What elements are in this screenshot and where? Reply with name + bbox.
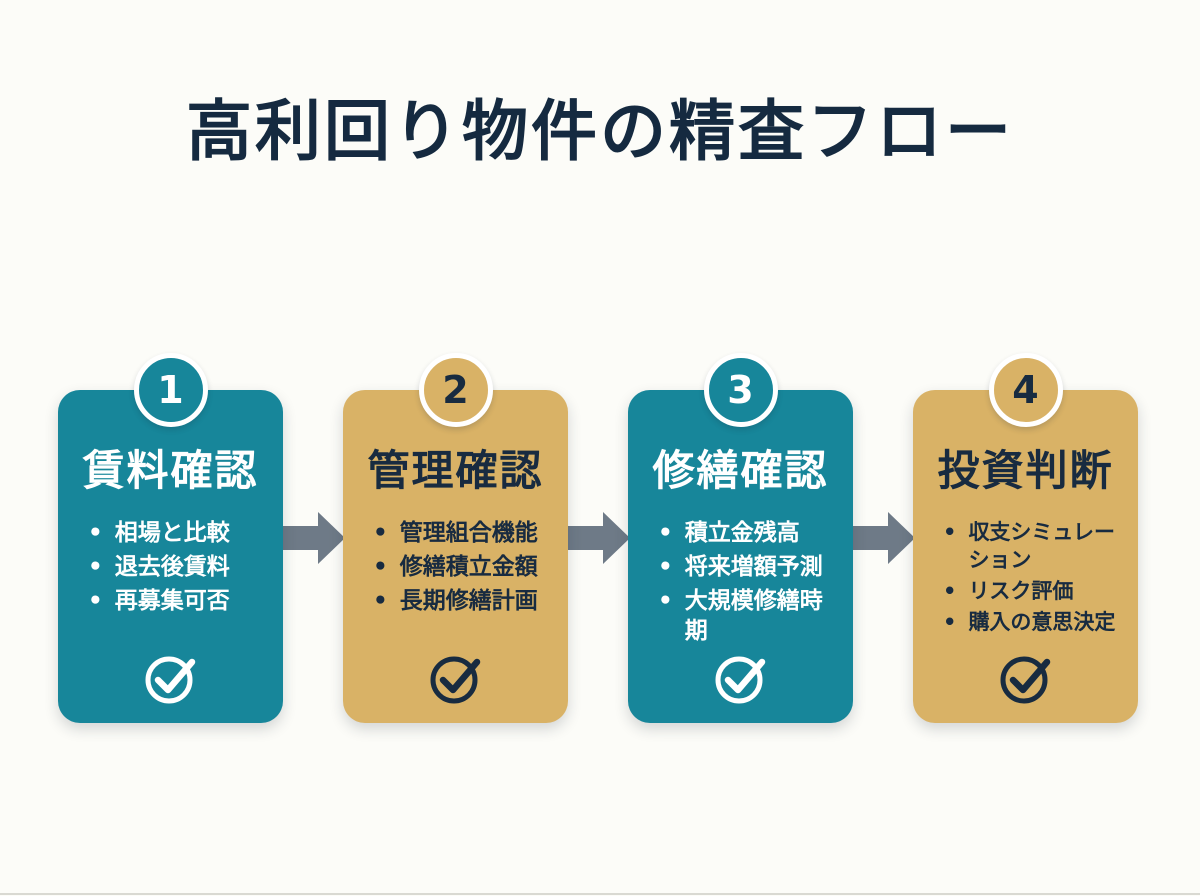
step-item-list: • 積立金残高 • 将来増額予測 • 大規模修繕時期: [628, 518, 853, 646]
check-circle-icon: [713, 649, 769, 705]
step-title: 投資判断: [937, 446, 1114, 495]
arrow-right-icon: [848, 510, 916, 566]
list-item-label: 将来増額予測: [684, 554, 823, 580]
step-number-badge: 4: [988, 353, 1063, 427]
bullet-dot-icon: •: [373, 520, 388, 546]
list-item: • 積立金残高: [658, 518, 841, 548]
list-item: • 大規模修繕時期: [658, 586, 841, 646]
step-title: 賃料確認: [82, 446, 259, 495]
list-item-label: 退去後賃料: [114, 554, 230, 580]
list-item: • 修繕積立金額: [373, 552, 556, 582]
bullet-dot-icon: •: [943, 579, 957, 603]
step-item-list: • 収支シミュレーション • リスク評価 • 購入の意思決定: [913, 518, 1138, 636]
steps-row: 1 賃料確認 • 相場と比較 • 退去後賃料 • 再募集可否 2 管理確認 • 管理組合…: [58, 353, 1138, 723]
list-item-label: 相場と比較: [114, 520, 230, 546]
step-number-badge: 3: [703, 353, 778, 427]
list-item-label: 積立金残高: [684, 520, 800, 546]
bullet-dot-icon: •: [658, 520, 673, 546]
check-circle-icon: [143, 649, 199, 705]
list-item: • 購入の意思決定: [943, 608, 1126, 636]
bullet-dot-icon: •: [943, 520, 957, 544]
bullet-dot-icon: •: [373, 554, 388, 580]
step-card-1: 1 賃料確認 • 相場と比較 • 退去後賃料 • 再募集可否: [58, 353, 283, 723]
step-card-3: 3 修繕確認 • 積立金残高 • 将来増額予測 • 大規模修繕時期: [628, 353, 853, 723]
list-item: • 相場と比較: [88, 518, 271, 548]
bullet-dot-icon: •: [658, 588, 673, 614]
list-item: • 管理組合機能: [373, 518, 556, 548]
list-item: • 収支シミュレーション: [943, 518, 1126, 574]
list-item-label: 長期修繕計画: [399, 588, 538, 614]
bullet-dot-icon: •: [88, 520, 103, 546]
step-title: 管理確認: [367, 446, 544, 495]
step-number-badge: 2: [418, 353, 493, 427]
list-item: • 退去後賃料: [88, 552, 271, 582]
bullet-dot-icon: •: [88, 554, 103, 580]
bullet-dot-icon: •: [88, 588, 103, 614]
bullet-dot-icon: •: [373, 588, 388, 614]
check-circle-icon: [998, 649, 1054, 705]
list-item: • 長期修繕計画: [373, 586, 556, 616]
step-item-list: • 管理組合機能 • 修繕積立金額 • 長期修繕計画: [343, 518, 568, 616]
list-item-label: 再募集可否: [114, 588, 230, 614]
step-title: 修繕確認: [652, 446, 829, 495]
list-item-label: 管理組合機能: [399, 520, 538, 546]
arrow-right-icon: [563, 510, 631, 566]
list-item: • 将来増額予測: [658, 552, 841, 582]
list-item: • リスク評価: [943, 577, 1126, 605]
list-item-label: リスク評価: [968, 579, 1074, 603]
list-item-label: 購入の意思決定: [968, 610, 1116, 634]
list-item-label: 修繕積立金額: [399, 554, 538, 580]
step-card-2: 2 管理確認 • 管理組合機能 • 修繕積立金額 • 長期修繕計画: [343, 353, 568, 723]
step-card-4: 4 投資判断 • 収支シミュレーション • リスク評価 • 購入の意思決定: [913, 353, 1138, 723]
list-item-label: 収支シミュレーション: [968, 520, 1116, 572]
step-item-list: • 相場と比較 • 退去後賃料 • 再募集可否: [58, 518, 283, 616]
arrow-right-icon: [278, 510, 346, 566]
list-item: • 再募集可否: [88, 586, 271, 616]
bottom-edge-divider: [0, 893, 1200, 895]
list-item-label: 大規模修繕時期: [684, 588, 823, 644]
bullet-dot-icon: •: [943, 610, 957, 634]
bullet-dot-icon: •: [658, 554, 673, 580]
step-number-badge: 1: [133, 353, 208, 427]
check-circle-icon: [428, 649, 484, 705]
page-title: 高利回り物件の精査フロー: [186, 93, 1014, 170]
